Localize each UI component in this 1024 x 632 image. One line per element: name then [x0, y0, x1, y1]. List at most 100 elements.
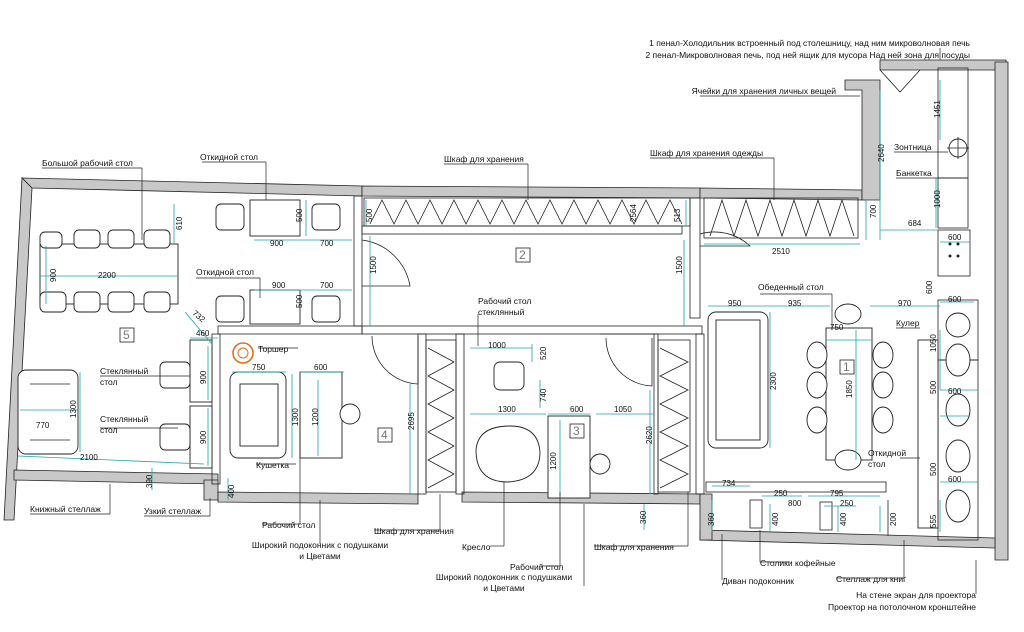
svg-text:750: 750 — [830, 323, 844, 332]
svg-text:1: 1 — [843, 360, 850, 374]
svg-text:555: 555 — [929, 514, 938, 528]
label-coffee-tables: Столики кофейные — [760, 558, 836, 568]
svg-text:600: 600 — [948, 475, 962, 484]
svg-text:900: 900 — [199, 370, 208, 384]
svg-text:200: 200 — [889, 512, 898, 526]
label-sill-sofa: Диван подоконник — [722, 576, 794, 586]
dimension-labels: 1451 2640 684 1000 700 600 600 610 900 2… — [36, 100, 962, 528]
glass-tables — [17, 339, 213, 469]
svg-text:5: 5 — [123, 328, 130, 342]
svg-text:684: 684 — [908, 219, 922, 228]
svg-text:2564: 2564 — [629, 204, 638, 222]
svg-text:600: 600 — [925, 280, 934, 294]
label-clothes-cabinet: Шкаф для хранения одежды — [650, 148, 763, 158]
armchair-icon — [475, 425, 541, 483]
svg-text:970: 970 — [898, 299, 912, 308]
svg-text:600: 600 — [948, 233, 962, 242]
svg-text:700: 700 — [320, 239, 334, 248]
svg-text:250: 250 — [774, 489, 788, 498]
svg-text:520: 520 — [539, 346, 548, 360]
svg-text:600: 600 — [314, 363, 328, 372]
svg-text:500: 500 — [929, 380, 938, 394]
svg-text:1500: 1500 — [369, 256, 378, 274]
text-labels: 1 пенал-Холодильник встроенный под столе… — [30, 38, 976, 612]
svg-text:513: 513 — [673, 208, 682, 222]
label-bench: Банкетка — [896, 168, 932, 178]
svg-text:400: 400 — [771, 512, 780, 526]
svg-text:770: 770 — [36, 421, 50, 430]
svg-text:390: 390 — [145, 474, 154, 488]
svg-text:935: 935 — [788, 299, 802, 308]
label-book-shelf-r: Стеллаж для книг — [836, 574, 906, 584]
svg-text:1500: 1500 — [675, 256, 684, 274]
svg-text:4: 4 — [381, 428, 388, 442]
svg-text:900: 900 — [199, 430, 208, 444]
label-floor-lamp: Торшер — [258, 344, 289, 354]
svg-text:3: 3 — [573, 424, 580, 438]
kitchen-column — [879, 67, 979, 541]
svg-text:900: 900 — [272, 281, 286, 290]
label-work-desk-3: Рабочий стол — [510, 562, 563, 572]
svg-text:700: 700 — [320, 281, 334, 290]
dimension-lines — [17, 80, 978, 532]
label-lockers: Ячейки для хранения личных вещей — [692, 86, 837, 96]
folding-tables — [215, 199, 341, 325]
svg-text:500: 500 — [295, 208, 304, 222]
label-cooler: Кулер — [896, 318, 920, 328]
svg-text:360: 360 — [707, 512, 716, 526]
svg-text:250: 250 — [840, 499, 854, 508]
top-note-2: 2 пенал-Микроволновая печь, под ней ящик… — [645, 50, 970, 60]
svg-text:1300: 1300 — [498, 405, 516, 414]
svg-text:1000: 1000 — [933, 190, 942, 208]
label-projector: Проектор на потолочном кронштейне — [828, 602, 976, 612]
svg-text:500: 500 — [295, 294, 304, 308]
svg-text:1050: 1050 — [614, 405, 632, 414]
svg-text:600: 600 — [948, 387, 962, 396]
svg-text:1300: 1300 — [69, 400, 78, 418]
svg-text:400: 400 — [227, 484, 236, 498]
room-numbers: 2 5 4 3 1 — [119, 247, 855, 443]
doors — [361, 231, 752, 387]
cooler-icon — [945, 312, 971, 338]
label-storage-cabinet: Шкаф для хранения — [444, 154, 524, 164]
label-storage-cabinet-4: Шкаф для хранения — [374, 526, 454, 536]
label-bookshelf: Книжный стеллаж — [30, 504, 101, 514]
room3-furniture — [475, 361, 611, 499]
cabinet-hatch — [363, 197, 859, 493]
svg-text:2100: 2100 — [80, 453, 98, 462]
room4-furniture — [229, 342, 361, 459]
svg-text:400: 400 — [839, 512, 848, 526]
svg-text:1451: 1451 — [933, 100, 942, 118]
svg-text:900: 900 — [49, 268, 58, 282]
label-big-desk: Большой рабочий стол — [42, 158, 133, 168]
label-couch: Кушетка — [256, 460, 289, 470]
svg-text:1000: 1000 — [488, 341, 506, 350]
svg-text:460: 460 — [196, 329, 210, 338]
floor-lamp-icon — [232, 342, 254, 364]
svg-text:2620: 2620 — [645, 426, 654, 444]
label-storage-cabinet-3: Шкаф для хранения — [594, 542, 674, 552]
svg-text:2300: 2300 — [769, 372, 778, 390]
label-armchair: Кресло — [462, 542, 491, 552]
label-folding-table-top: Откидной стол — [200, 152, 258, 162]
svg-text:500: 500 — [929, 462, 938, 476]
leader-lines — [30, 48, 977, 594]
svg-text:795: 795 — [830, 489, 844, 498]
svg-text:1200: 1200 — [311, 408, 320, 426]
svg-text:740: 740 — [539, 388, 548, 402]
room1-furniture — [705, 303, 971, 536]
svg-text:610: 610 — [175, 216, 184, 230]
svg-text:1300: 1300 — [291, 408, 300, 426]
svg-text:2510: 2510 — [772, 247, 790, 256]
label-folding-table-mid: Откидной стол — [196, 267, 254, 277]
big-desk — [39, 229, 179, 313]
label-dining-table: Обеденный стол — [758, 282, 824, 292]
label-projector-screen: На стене экран для проектора — [856, 590, 976, 600]
interior-walls — [211, 195, 705, 495]
svg-text:2200: 2200 — [98, 271, 116, 280]
